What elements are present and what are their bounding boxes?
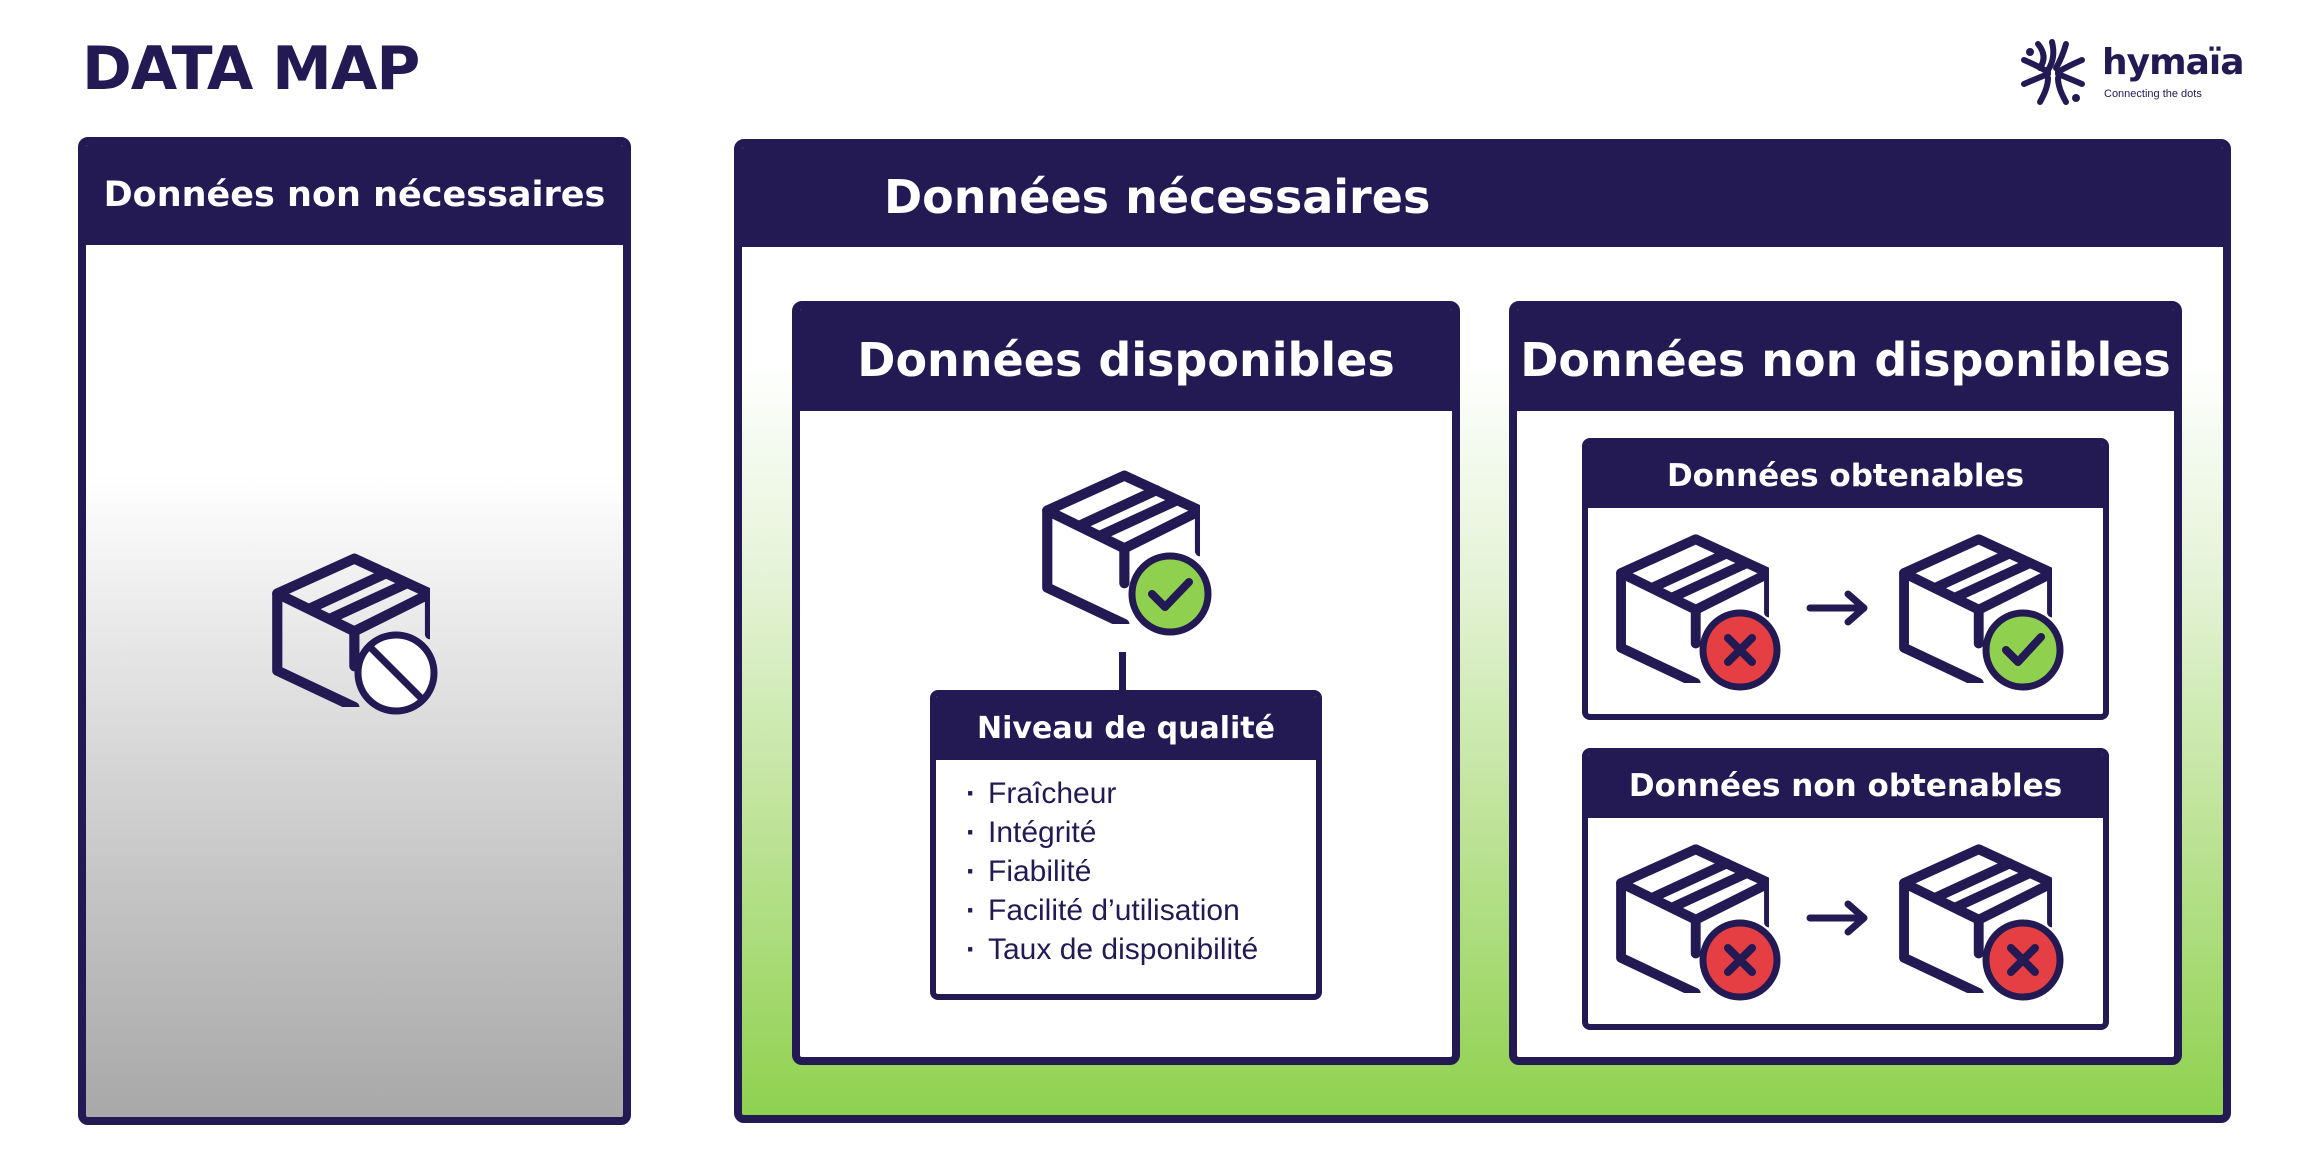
necessary-data-heading: Données nécessaires (742, 147, 2223, 247)
quality-level-heading: Niveau de qualité (936, 696, 1316, 760)
page-title: DATA MAP (82, 34, 420, 104)
hymaia-logo-icon (2021, 39, 2085, 105)
arrow-right-icon (1806, 900, 1868, 936)
brand-logo: hymaïa Connecting the dots (2018, 38, 2258, 108)
box-cross-icon (1621, 539, 1781, 691)
available-data-heading: Données disponibles (800, 309, 1452, 411)
box-check-icon (1038, 462, 1212, 636)
quality-item-availability-rate: Taux de disponibilité (966, 930, 1316, 969)
quality-item-usability: Facilité d’utilisation (966, 891, 1316, 930)
box-check-icon (1904, 539, 2064, 691)
obtainable-flow-diagram (1612, 518, 2064, 691)
unobtainable-data-heading: Données non obtenables (1588, 754, 2103, 818)
quality-item-reliability: Fiabilité (966, 852, 1316, 891)
arrow-right-icon (1806, 590, 1868, 626)
connector-line (1119, 652, 1126, 692)
unavailable-data-heading: Données non disponibles (1517, 309, 2174, 411)
logo-wordmark: hymaïa (2102, 42, 2245, 83)
unnecessary-data-heading: Données non nécessaires (86, 145, 623, 245)
quality-criteria-list: Fraîcheur Intégrité Fiabilité Facilité d… (936, 760, 1316, 969)
box-cross-icon (1621, 849, 1781, 1001)
quality-item-integrity: Intégrité (966, 813, 1316, 852)
logo-tagline: Connecting the dots (2104, 88, 2202, 100)
quality-item-freshness: Fraîcheur (966, 774, 1316, 813)
obtainable-data-heading: Données obtenables (1588, 444, 2103, 508)
quality-level-box: Niveau de qualité Fraîcheur Intégrité Fi… (930, 690, 1322, 1000)
unobtainable-flow-diagram (1612, 828, 2064, 1001)
unnecessary-data-panel: Données non nécessaires (78, 137, 631, 1125)
box-cross-icon (1904, 849, 2064, 1001)
box-blocked-icon (268, 545, 438, 715)
